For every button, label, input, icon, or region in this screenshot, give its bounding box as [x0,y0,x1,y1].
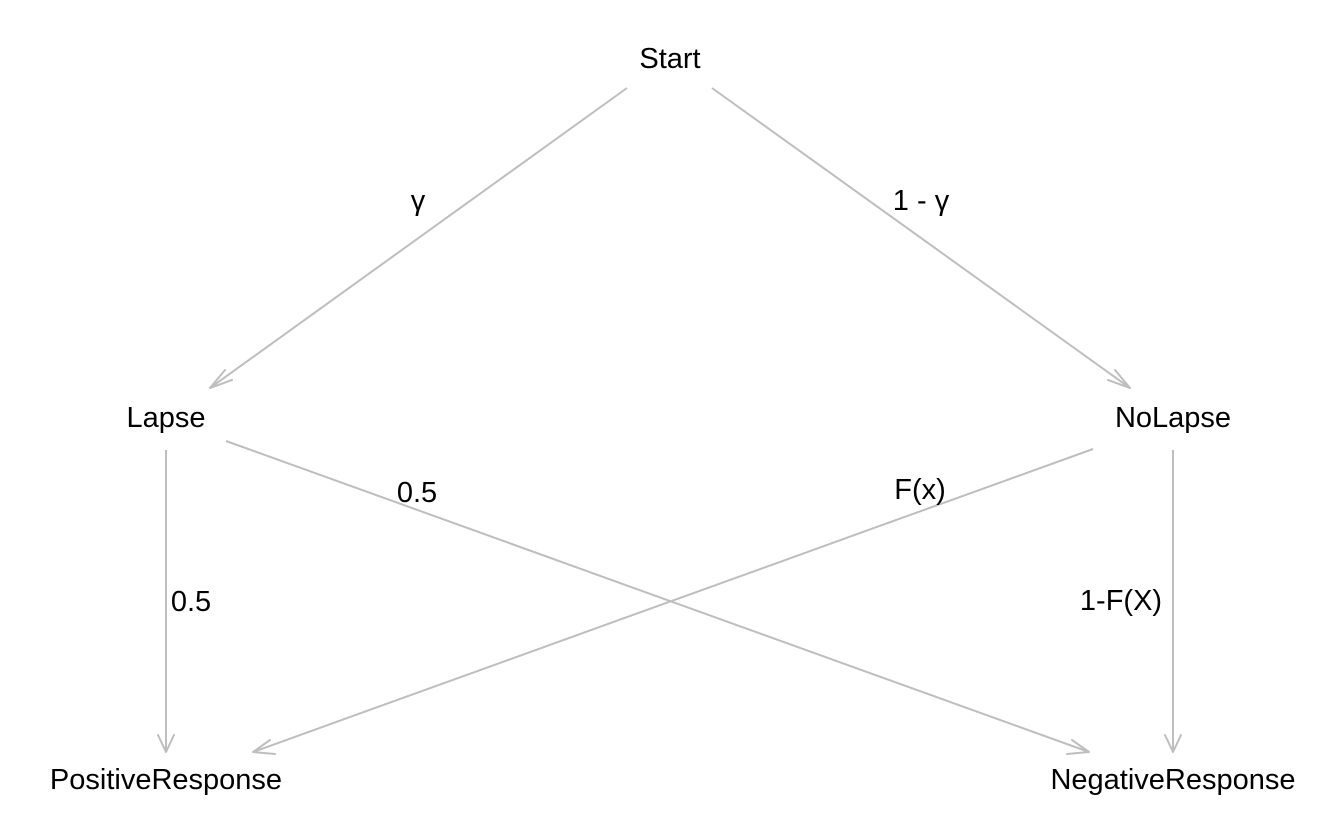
edge-nolapse-positive [252,448,1094,755]
node-nolapse: NoLapse [1115,402,1231,434]
edge-start-lapse [209,87,628,389]
edge-nolapse-negative [1164,450,1182,753]
edge-label-lapse-negative: 0.5 [397,477,437,509]
node-negative-response: NegativeResponse [1050,764,1295,796]
edge-label-lapse-positive: 0.5 [171,586,211,618]
node-positive-response: PositiveResponse [50,764,282,796]
edge-label-one-minus-gamma: 1 - γ [893,185,950,217]
edge-label-gamma: γ [411,185,426,217]
node-start: Start [639,43,700,75]
edge-label-fx: F(x) [894,474,946,506]
edge-label-one-minus-fx: 1-F(X) [1080,585,1162,617]
node-lapse: Lapse [126,402,205,434]
edge-lapse-positive [157,450,175,753]
edge-start-nolapse [711,87,1131,389]
edge-lapse-negative [225,440,1090,755]
